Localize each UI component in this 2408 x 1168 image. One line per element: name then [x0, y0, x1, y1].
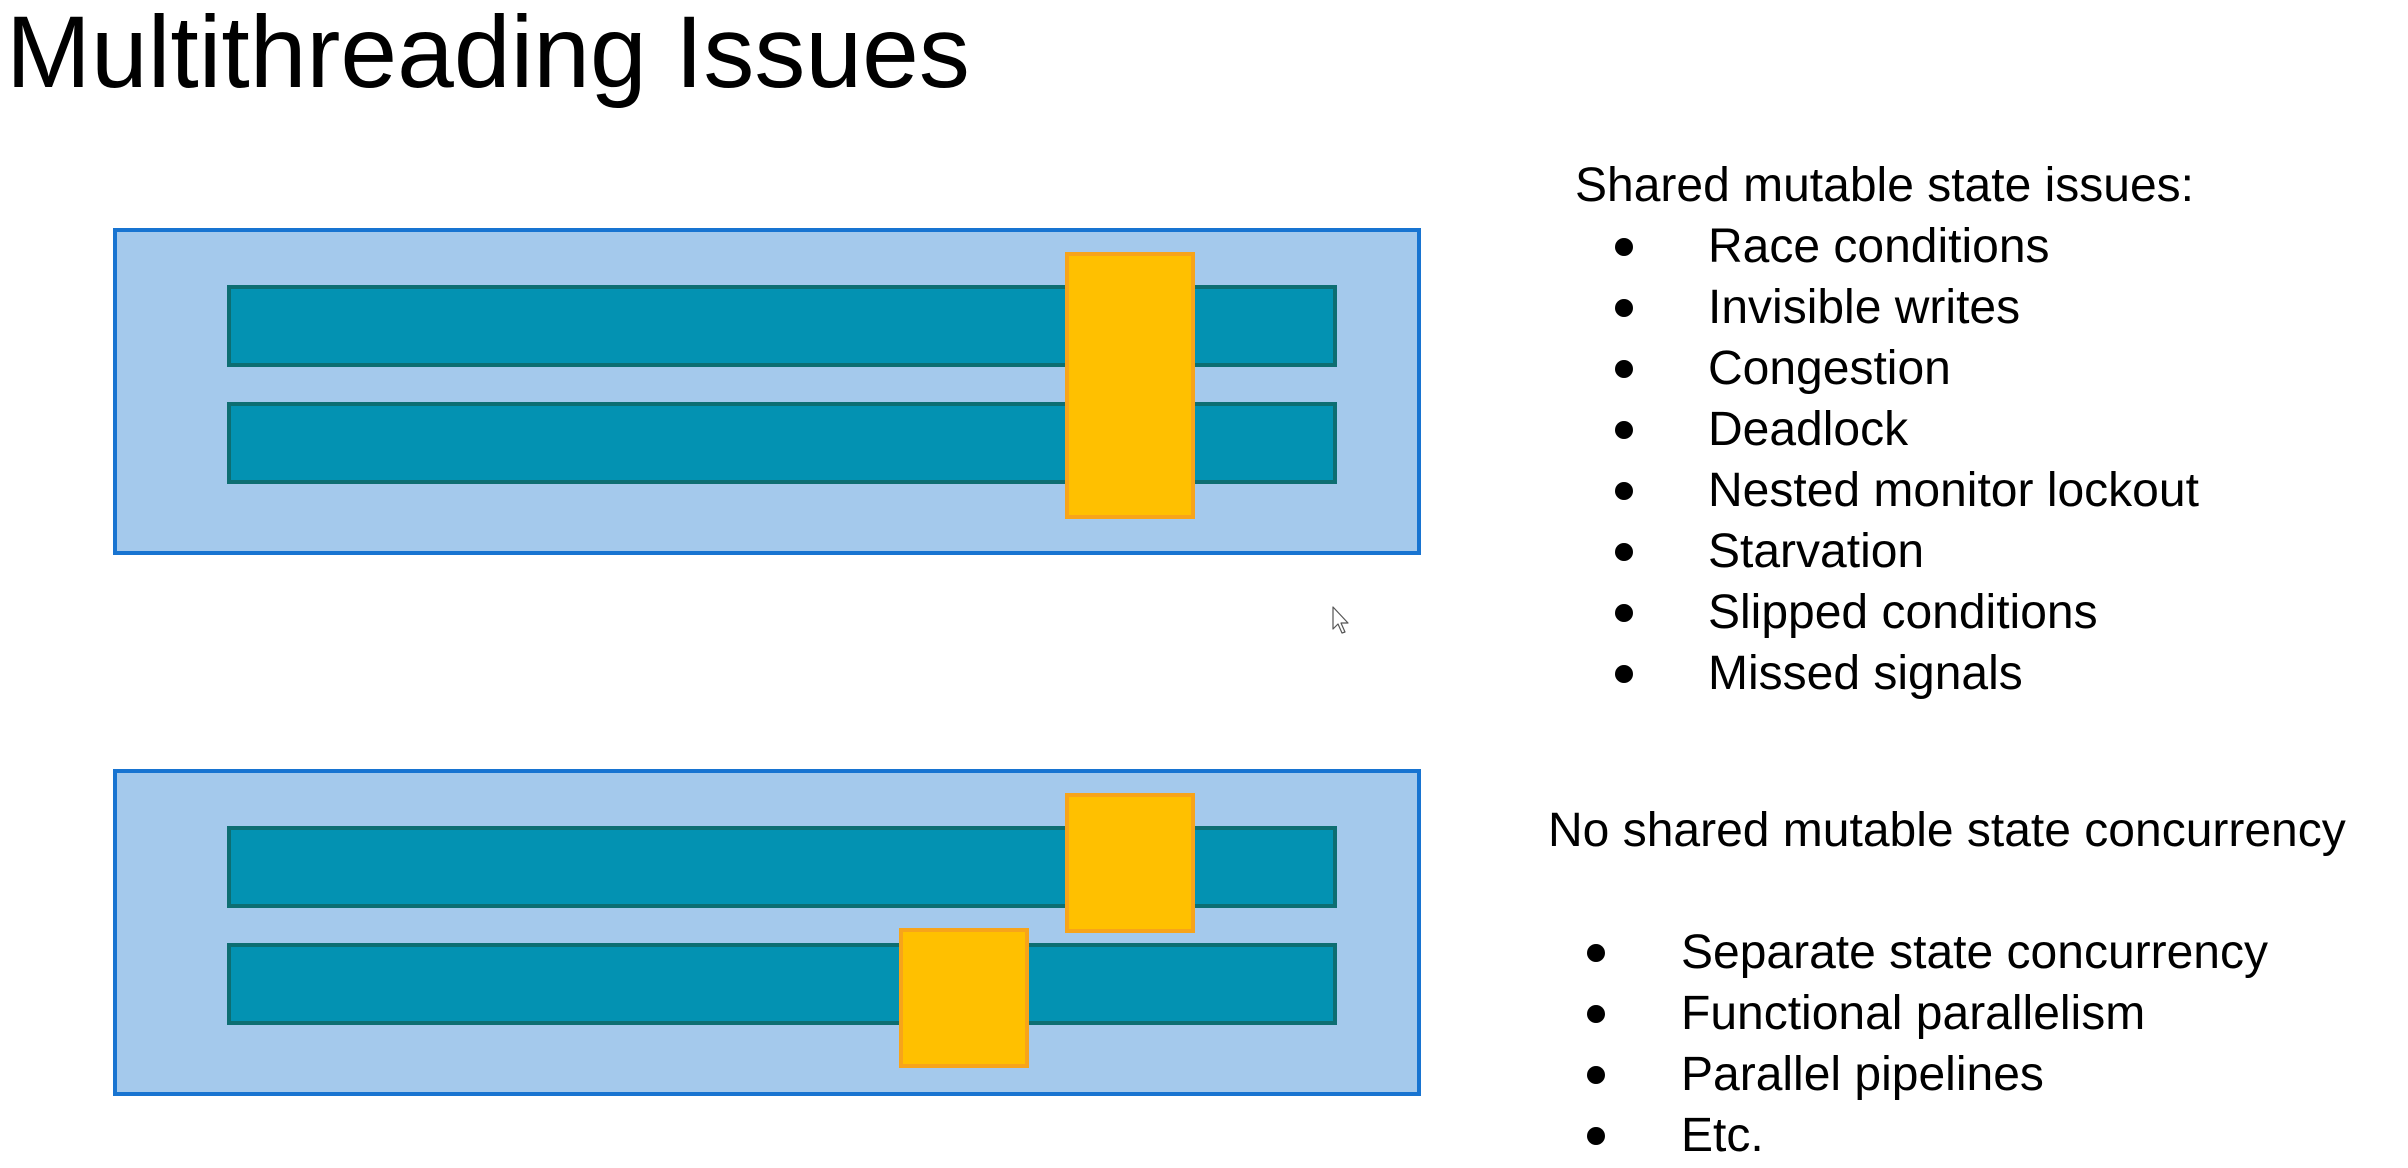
slide-title: Multithreading Issues	[6, 0, 970, 109]
shared-state-block	[1065, 252, 1195, 519]
separate-state-diagram	[113, 769, 1421, 1096]
shared-state-diagram	[113, 228, 1421, 555]
separate-state-block	[1065, 793, 1195, 933]
bullet-dot-icon	[1615, 665, 1633, 683]
bullet-dot-icon	[1615, 482, 1633, 500]
bullet-dot-icon	[1615, 360, 1633, 378]
bullet-dot-icon	[1615, 543, 1633, 561]
separate-state-block	[899, 928, 1029, 1068]
bullet-dot-icon	[1587, 1127, 1605, 1145]
no-shared-heading: No shared mutable state concurrency	[1548, 804, 2346, 857]
thread-bar	[227, 943, 1337, 1025]
mouse-pointer-icon	[1332, 606, 1349, 634]
shared-issues-heading: Shared mutable state issues:	[1575, 159, 2195, 212]
bullet-dot-icon	[1615, 299, 1633, 317]
bullet-dot-icon	[1615, 604, 1633, 622]
bullet-dot-icon	[1615, 421, 1633, 439]
bullet-dot-icon	[1615, 238, 1633, 256]
bullet-dot-icon	[1587, 1066, 1605, 1084]
bullet-dot-icon	[1587, 1005, 1605, 1023]
bullet-dot-icon	[1587, 944, 1605, 962]
